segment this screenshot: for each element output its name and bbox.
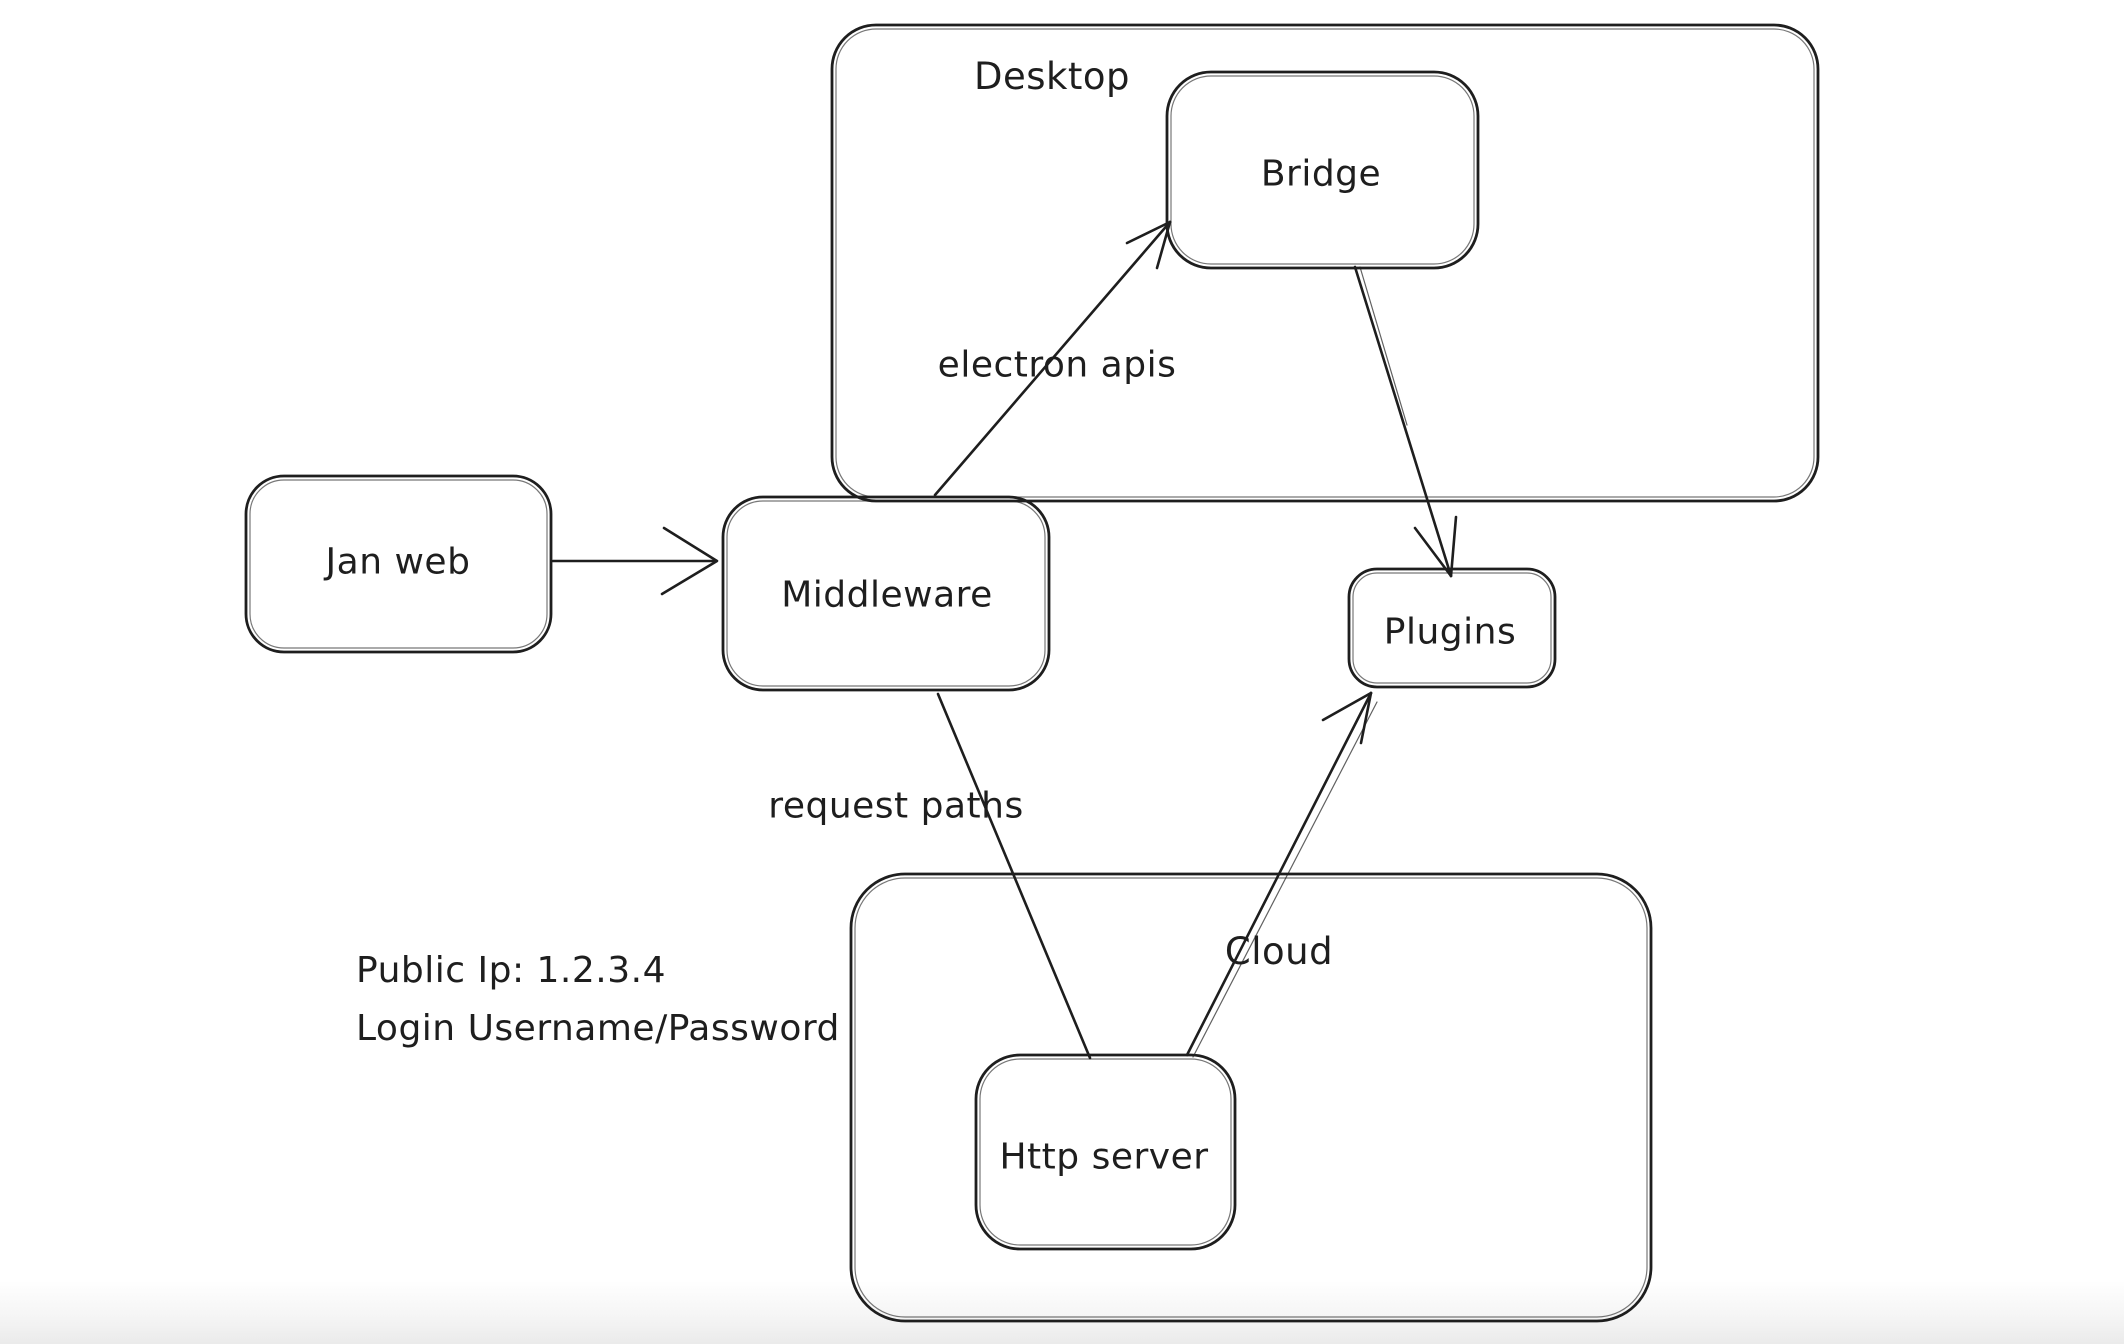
node-middleware-shape[interactable] <box>721 495 1051 692</box>
node-plugins-label: Plugins <box>1383 611 1517 653</box>
edge-label-electron-apis: electron apis <box>937 344 1177 386</box>
annotation-line-login: Login Username/Password <box>356 1008 840 1050</box>
container-cloud-shape[interactable] <box>849 872 1653 1323</box>
node-jan-web-label: Jan web <box>325 541 471 583</box>
node-http-server-shape[interactable] <box>974 1053 1237 1251</box>
node-http-server-label: Http server <box>999 1136 1209 1178</box>
node-middleware-label: Middleware <box>781 574 993 616</box>
edge-label-request-paths: request paths <box>768 785 1024 827</box>
annotation-line-public-ip: Public Ip: 1.2.3.4 <box>356 950 666 991</box>
edge-middleware-to-http-server[interactable] <box>936 692 1092 1060</box>
container-desktop-shape[interactable] <box>830 23 1820 503</box>
edge-http-server-to-plugins[interactable] <box>1185 691 1378 1058</box>
node-jan-web-shape[interactable] <box>244 474 553 654</box>
edge-bridge-to-plugins[interactable] <box>1353 265 1458 578</box>
edge-middleware-to-bridge[interactable] <box>933 220 1172 497</box>
node-bridge-label: Bridge <box>1260 153 1382 195</box>
container-desktop-label: Desktop <box>973 54 1131 98</box>
edge-jan-web-to-middleware[interactable] <box>551 526 719 596</box>
annotation-text: Public Ip: 1.2.3.4 Login Username/Passwo… <box>356 942 840 1059</box>
node-bridge-shape[interactable] <box>1165 70 1480 270</box>
container-cloud-label: Cloud <box>1224 929 1334 973</box>
